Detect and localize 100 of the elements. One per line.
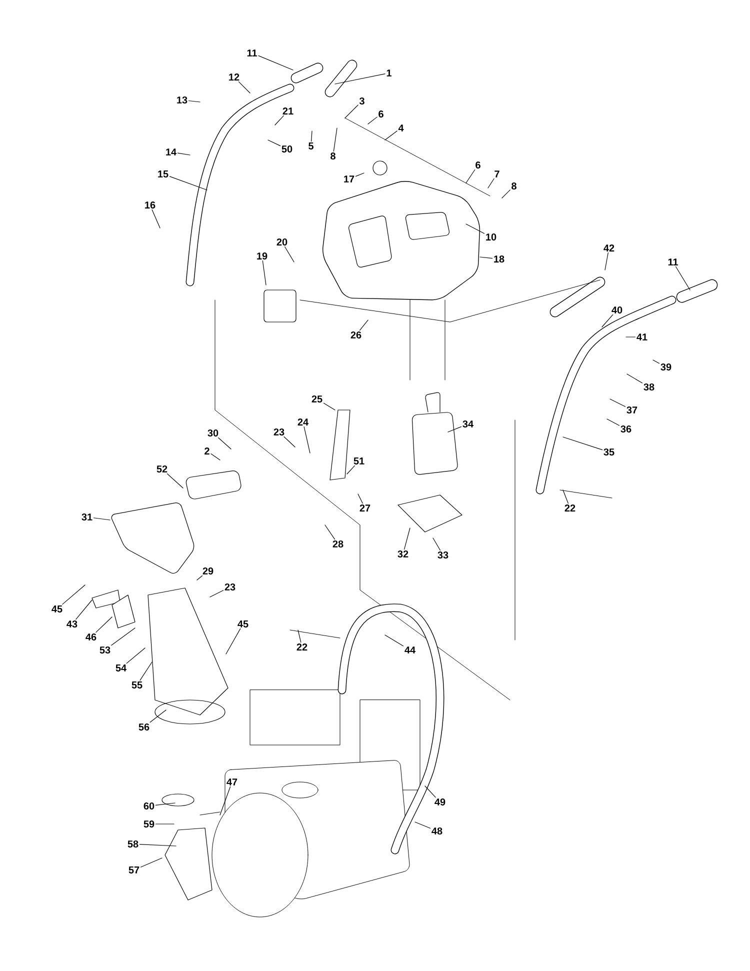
callout-number: 16: [145, 201, 156, 209]
callout-number: 5: [308, 142, 314, 150]
leader-line: [177, 152, 190, 156]
leader-line: [480, 256, 493, 259]
callout-number: 2: [204, 448, 210, 454]
callout-number: 57: [128, 866, 140, 874]
callout-number: 12: [229, 74, 240, 80]
callout-number: 10: [486, 233, 496, 241]
callout-number: 3: [359, 97, 364, 105]
callout-number: 54: [116, 664, 126, 672]
callout-number: 43: [66, 620, 78, 628]
callout-number: 18: [494, 255, 504, 263]
callout-number: 56: [138, 723, 150, 731]
leader-line: [610, 398, 626, 407]
callout-number: 51: [354, 458, 364, 464]
callout-number: 14: [166, 148, 176, 156]
callout-number: 45: [238, 620, 248, 628]
callout-number: 36: [620, 425, 632, 433]
callout-number: 40: [612, 306, 622, 314]
leader-line: [140, 662, 152, 681]
leader-line: [93, 518, 110, 520]
leader-line: [359, 320, 368, 331]
leader-line: [152, 209, 160, 228]
leader-line: [384, 130, 398, 140]
leader-line: [62, 584, 86, 605]
callout-number: 1: [386, 70, 392, 76]
leader-line: [488, 178, 494, 188]
leader-line: [652, 360, 660, 364]
leader-line: [155, 802, 176, 806]
callout-number: 13: [177, 96, 188, 104]
leader-line: [368, 116, 378, 124]
callout-number: 29: [202, 567, 214, 575]
leader-line: [562, 436, 603, 450]
leader-line: [210, 590, 224, 598]
callout-number: 31: [82, 513, 92, 521]
leader-line: [606, 418, 620, 426]
callout-number: 32: [398, 550, 408, 558]
leader-line: [140, 858, 162, 868]
callout-number: 34: [462, 420, 474, 428]
callout-number: 47: [226, 778, 238, 786]
callout-number: 55: [132, 682, 142, 688]
leader-line: [196, 575, 203, 580]
leader-line: [602, 314, 614, 328]
leader-line: [311, 130, 312, 142]
callout-number: 6: [476, 161, 480, 169]
leader-line: [226, 628, 241, 654]
leader-line: [218, 437, 232, 450]
callout-number: 21: [282, 108, 294, 114]
callout-number: 7: [494, 170, 500, 178]
callout-number: 35: [604, 448, 614, 456]
callout-number: 26: [350, 331, 362, 339]
callout-number: 33: [438, 551, 448, 559]
callout-number: 4: [398, 124, 404, 132]
callout-number: 45: [52, 606, 62, 612]
leader-line: [76, 600, 92, 620]
leader-line: [626, 336, 636, 338]
leader-line: [424, 786, 436, 798]
leader-line: [333, 128, 338, 152]
leader-line: [258, 55, 294, 70]
callout-number: 58: [128, 840, 138, 848]
leader-line: [358, 494, 363, 504]
callout-number: 52: [156, 465, 168, 473]
callout-number: 50: [282, 145, 292, 153]
callout-number: 11: [247, 50, 257, 56]
callout-number: 25: [312, 395, 322, 403]
callout-number: 8: [512, 182, 516, 190]
leader-line: [562, 490, 568, 504]
leader-line: [298, 630, 302, 643]
callout-number: 24: [298, 418, 308, 426]
leader-line: [126, 648, 146, 664]
leader-line: [604, 252, 608, 270]
callout-number: 49: [434, 798, 446, 806]
leader-line: [344, 104, 358, 118]
leader-line: [404, 528, 410, 550]
callout-number: 6: [378, 110, 384, 118]
leader-line: [274, 115, 284, 126]
leader-line: [448, 426, 462, 432]
leader-line: [502, 190, 510, 198]
leader-line: [210, 453, 220, 460]
leader-line: [414, 822, 431, 829]
leader-line: [466, 224, 485, 234]
leader-line: [626, 374, 643, 384]
leader-line: [284, 246, 294, 262]
leader-line: [111, 628, 136, 646]
callout-number: 48: [432, 827, 442, 835]
leader-line: [166, 473, 184, 488]
callout-number: 59: [144, 820, 154, 828]
callout-number: 44: [404, 646, 416, 654]
leader-line: [139, 844, 176, 846]
callout-number: 37: [626, 406, 638, 414]
callout-number: 23: [224, 583, 236, 591]
leader-line: [384, 634, 404, 646]
callout-number: 11: [668, 258, 678, 266]
leader-line: [466, 169, 476, 184]
callout-number: 42: [604, 244, 614, 252]
callout-number: 19: [257, 252, 268, 260]
leader-line: [169, 176, 208, 190]
callout-number: 22: [296, 644, 308, 650]
leader-line: [262, 260, 266, 286]
callout-number: 60: [144, 802, 154, 810]
